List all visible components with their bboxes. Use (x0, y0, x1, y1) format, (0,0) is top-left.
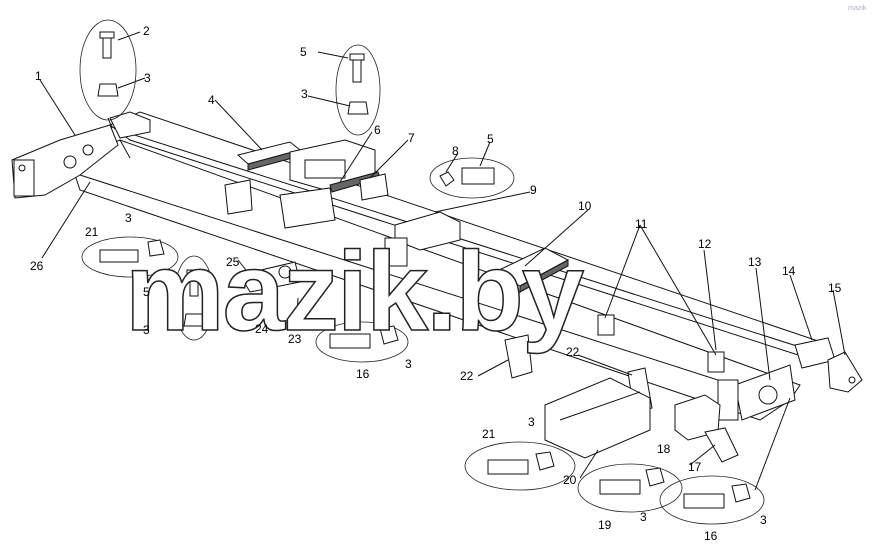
callout-3: 3 (301, 87, 308, 101)
callout-3: 3 (125, 211, 132, 225)
callout-20: 20 (563, 473, 577, 487)
callout-17: 17 (688, 460, 702, 474)
callout-3: 3 (405, 357, 412, 371)
callout-24: 24 (255, 322, 269, 336)
callout-21: 21 (85, 225, 99, 239)
fastener-group-21-3-bottom (464, 441, 576, 491)
tow-plate-15 (827, 351, 863, 393)
callout-8: 8 (452, 144, 459, 158)
fastener-group-5-3-mid (173, 255, 215, 341)
watermark-text: mazik.by (125, 229, 584, 354)
fastener-group-2-3 (79, 19, 137, 121)
callout-3: 3 (640, 510, 647, 524)
callout-26: 26 (30, 259, 44, 273)
callout-16: 16 (704, 529, 718, 543)
callout-3: 3 (528, 415, 535, 429)
callout-13: 13 (748, 255, 762, 269)
crossmember-9 (384, 211, 461, 267)
callout-labels: 1 2 3 4 5 3 6 7 8 5 9 10 11 12 13 14 15 … (30, 24, 842, 543)
callout-22: 22 (566, 345, 580, 359)
fastener-group-16-3-mid (315, 321, 409, 363)
plate-17 (704, 427, 739, 463)
bracket-25 (224, 179, 253, 215)
fastener-group-21-3-left (81, 236, 179, 278)
callout-5: 5 (300, 45, 307, 59)
callout-15: 15 (828, 281, 842, 295)
callout-3: 3 (144, 71, 151, 85)
bracket-7 (359, 173, 389, 201)
crossmember-6 (289, 139, 381, 193)
leader-lines (39, 31, 846, 491)
callout-19: 19 (598, 518, 612, 532)
callout-11: 11 (635, 217, 648, 231)
callout-3: 3 (143, 323, 150, 337)
callout-1: 1 (35, 69, 42, 83)
callout-21: 21 (482, 427, 496, 441)
callout-18: 18 (657, 442, 671, 456)
callout-14: 14 (782, 264, 796, 278)
crossmember-20 (544, 377, 651, 459)
callout-22: 22 (460, 369, 474, 383)
bracket-11 (597, 314, 725, 373)
fastener-group-8-5 (429, 157, 515, 199)
rear-crossmember-13 (717, 364, 796, 421)
bracket-24 (239, 261, 301, 293)
front-bumper-bracket (11, 111, 151, 199)
callout-5: 5 (487, 132, 494, 146)
callout-4: 4 (208, 93, 215, 107)
fastener-group-16-3-bottom (659, 475, 765, 525)
callout-9: 9 (530, 183, 537, 197)
callout-5: 5 (143, 285, 150, 299)
callout-6: 6 (374, 123, 381, 137)
fastener-group-19-3 (577, 463, 683, 513)
watermark-corner: mazik (848, 5, 867, 12)
callout-7: 7 (408, 131, 415, 145)
callout-10: 10 (578, 199, 592, 213)
callout-12: 12 (698, 237, 712, 251)
callout-3: 3 (760, 513, 767, 527)
callout-16: 16 (356, 367, 370, 381)
crossmember-10 (493, 247, 570, 293)
callout-2: 2 (143, 24, 150, 38)
bracket-22-left (504, 334, 533, 379)
callout-23: 23 (288, 332, 302, 346)
bracket-23 (279, 187, 336, 229)
fastener-group-5-3-top (335, 44, 381, 136)
callout-25: 25 (226, 255, 240, 269)
